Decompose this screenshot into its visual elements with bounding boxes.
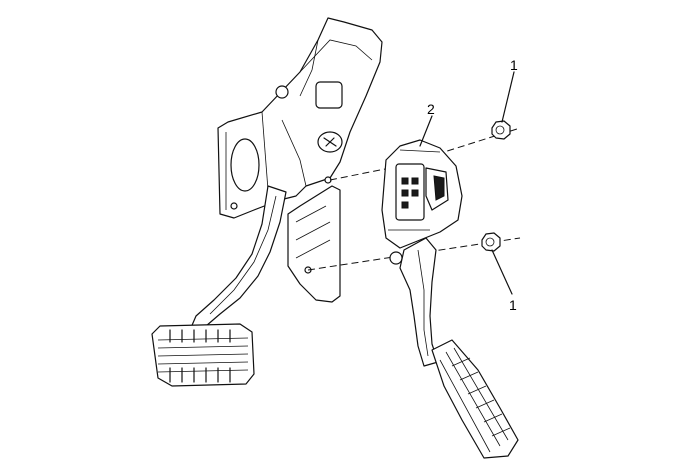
accelerator-pedal-sensor-module [381,139,463,265]
leader-lines [419,71,515,295]
callout-nut-lower: 1 [509,297,517,313]
brake-pedal-pad [151,323,255,387]
nut-lower [481,232,501,252]
callout-sensor-module: 2 [427,101,435,117]
pedal-mounting-bracket [217,17,383,219]
nut-upper [491,120,511,140]
callout-nut-upper: 1 [510,57,518,73]
accelerator-pedal-arm [399,237,439,367]
accelerator-pedal-pad [431,339,519,459]
